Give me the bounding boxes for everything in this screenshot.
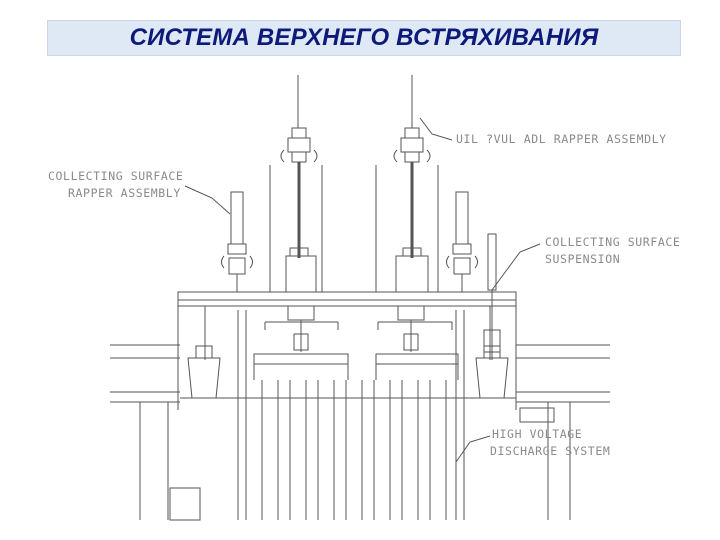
label-suspension-1: COLLECTING SURFACE xyxy=(545,235,680,249)
label-rapper-assembly: UIL ?VUL ADL RAPPER ASSEMDLY xyxy=(456,132,667,146)
rapper-unit-right xyxy=(393,127,431,258)
title-bar: СИСТЕМА ВЕРХНЕГО ВСТРЯХИВАНИЯ xyxy=(47,20,681,56)
label-collecting-rapper-2: RAPPER ASSEMBLY xyxy=(68,186,181,200)
label-discharge-2: DISCHARGE SYSTEM xyxy=(490,444,610,458)
label-collecting-rapper-1: COLLECTING SURFACE xyxy=(48,169,183,183)
collecting-rapper-left xyxy=(221,191,253,292)
collecting-rapper-right xyxy=(446,191,478,292)
label-discharge-1: HIGH VOLTAGE xyxy=(492,427,582,441)
rapper-unit-left xyxy=(280,127,318,258)
slide-title: СИСТЕМА ВЕРХНЕГО ВСТРЯХИВАНИЯ xyxy=(129,24,599,51)
support-insulator-left xyxy=(187,345,221,399)
label-suspension-2: SUSPENSION xyxy=(545,252,620,266)
